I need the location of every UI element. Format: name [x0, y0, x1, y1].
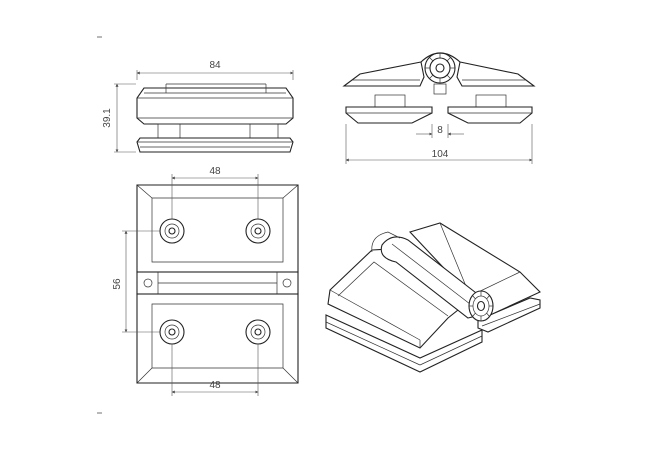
- mounting-hole-top-left: [159, 218, 185, 244]
- dim-plan-top: 48: [209, 166, 221, 177]
- mounting-hole-bottom-left: [159, 319, 185, 345]
- dim-front-height: 39.1: [102, 108, 113, 128]
- isometric-view: [325, 222, 541, 373]
- front-view: [114, 70, 294, 153]
- dim-plan-bottom: 48: [209, 380, 221, 391]
- mounting-hole-bottom-right: [245, 319, 271, 345]
- side-view: [342, 52, 536, 164]
- dim-front-width: 84: [209, 60, 221, 71]
- mounting-hole-top-right: [245, 218, 271, 244]
- plan-view: [122, 174, 299, 396]
- dim-side-width: 104: [432, 149, 449, 160]
- dim-side-gap: 8: [437, 125, 443, 136]
- dim-plan-vertical: 56: [112, 278, 123, 290]
